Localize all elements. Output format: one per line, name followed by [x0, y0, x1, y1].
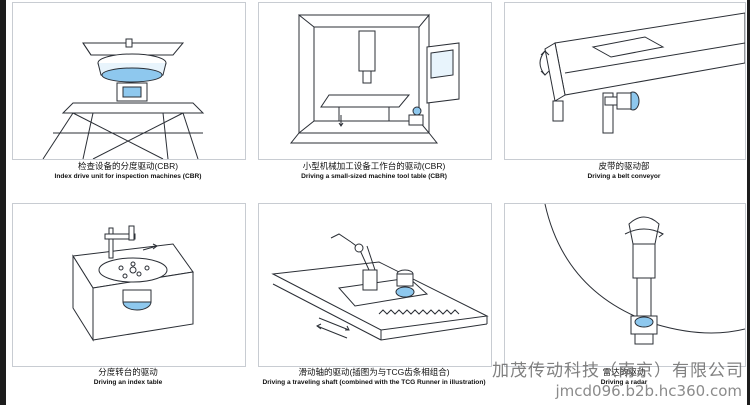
panel-index-table — [12, 203, 246, 367]
caption-traveling-shaft: 滑动轴的驱动(插图为与TCG齿条相组合) Driving a traveling… — [258, 367, 490, 387]
caption-radar: 雷达的驱动 Driving a radar — [504, 367, 744, 387]
caption-machine-tool: 小型机械加工设备工作台的驱动(CBR) Driving a small-size… — [258, 161, 490, 181]
caption-belt-conveyor: 皮带的驱动部 Driving a belt conveyor — [504, 161, 744, 181]
caption-en: Driving a radar — [600, 379, 648, 386]
caption-en: Driving a traveling shaft (combined with… — [262, 379, 486, 386]
caption-zh: 滑动轴的驱动(插图为与TCG齿条相组合) — [298, 367, 450, 377]
panel-machine-tool — [258, 2, 492, 160]
traveling-shaft-illustration — [271, 233, 489, 341]
caption-en: Driving an index table — [93, 379, 163, 386]
caption-zh: 检查设备的分度驱动(CBR) — [77, 161, 179, 171]
caption-inspection-machine: 检查设备的分度驱动(CBR) Index drive unit for insp… — [12, 161, 244, 181]
watermark-url: jmcd096.b2b.hc360.com — [555, 382, 743, 400]
caption-zh: 小型机械加工设备工作台的驱动(CBR) — [302, 161, 446, 171]
watermark-company: 加茂传动科技（南京）有限公司 — [492, 361, 744, 381]
machine-tool-illustration — [289, 13, 460, 144]
index-table-illustration — [72, 225, 194, 342]
caption-zh: 皮带的驱动部 — [598, 161, 650, 171]
caption-zh: 雷达的驱动 — [602, 367, 646, 377]
inspection-machine-illustration — [42, 38, 205, 159]
right-dark-edge — [747, 0, 750, 405]
panel-radar — [504, 203, 746, 367]
panel-belt-conveyor — [504, 2, 746, 160]
belt-conveyor-illustration — [539, 12, 745, 134]
caption-en: Driving a small-sized machine tool table… — [301, 173, 447, 180]
panel-traveling-shaft — [258, 203, 492, 367]
panel-inspection-machine — [12, 2, 246, 160]
left-dark-edge — [0, 0, 6, 405]
caption-zh: 分度转台的驱动 — [98, 367, 158, 377]
caption-en: Index drive unit for inspection machines… — [54, 173, 202, 180]
radar-illustration — [544, 204, 745, 345]
caption-index-table: 分度转台的驱动 Driving an index table — [12, 367, 244, 387]
caption-en: Driving a belt conveyor — [587, 173, 661, 180]
